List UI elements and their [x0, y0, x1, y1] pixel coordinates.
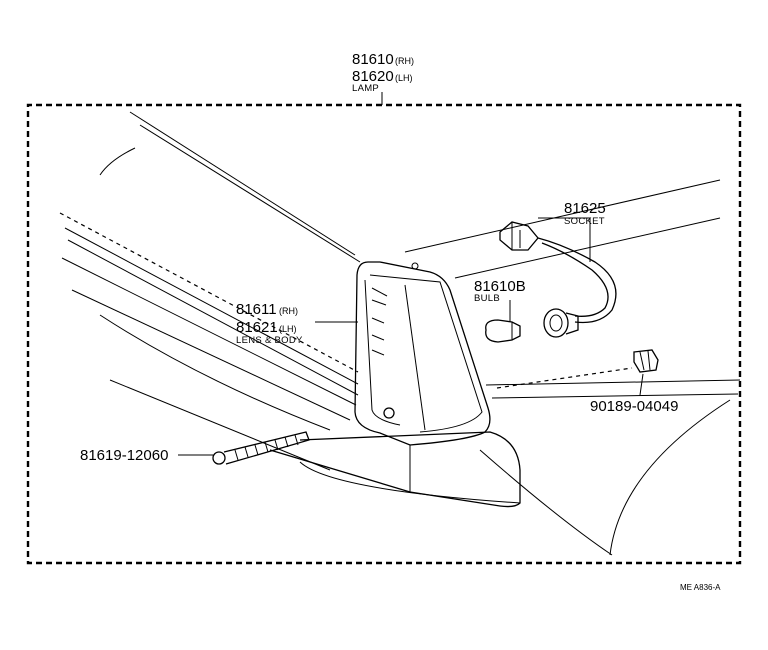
socket-part-number: 81625	[564, 200, 606, 217]
assembly-frame	[26, 103, 742, 565]
lens-lh-tag: (LH)	[279, 324, 297, 334]
bumper	[269, 431, 521, 508]
lens-rh-part-number: 81611	[236, 301, 277, 318]
lens-description: LENS & BODY	[236, 335, 303, 346]
lamp-rh-part-number: 81610	[352, 51, 394, 68]
lamp-lh-tag: (LH)	[395, 73, 413, 83]
lamp-lh-part-number: 81620	[352, 68, 394, 85]
socket	[499, 221, 617, 338]
bulb-description: BULB	[474, 293, 500, 304]
screw	[212, 431, 310, 465]
lens-lh-part-number: 81621	[236, 319, 278, 336]
lamp-lens-body	[354, 261, 491, 446]
socket-description: SOCKET	[564, 216, 605, 227]
reference-code: ME A836-A	[680, 583, 721, 592]
leader-lines	[178, 92, 641, 456]
bulb	[485, 319, 521, 343]
lens-rh-tag: (RH)	[279, 306, 298, 316]
clip-part-number: 90189-04049	[590, 398, 678, 415]
screw-part-number: 81619-12060	[80, 447, 168, 464]
lamp-description: LAMP	[352, 83, 379, 94]
body-panel	[59, 111, 741, 556]
bulb-part-number: 81610B	[474, 278, 526, 295]
clip	[633, 349, 659, 396]
leader-dashed-lines	[404, 179, 721, 389]
lamp-rh-tag: (RH)	[395, 56, 414, 66]
